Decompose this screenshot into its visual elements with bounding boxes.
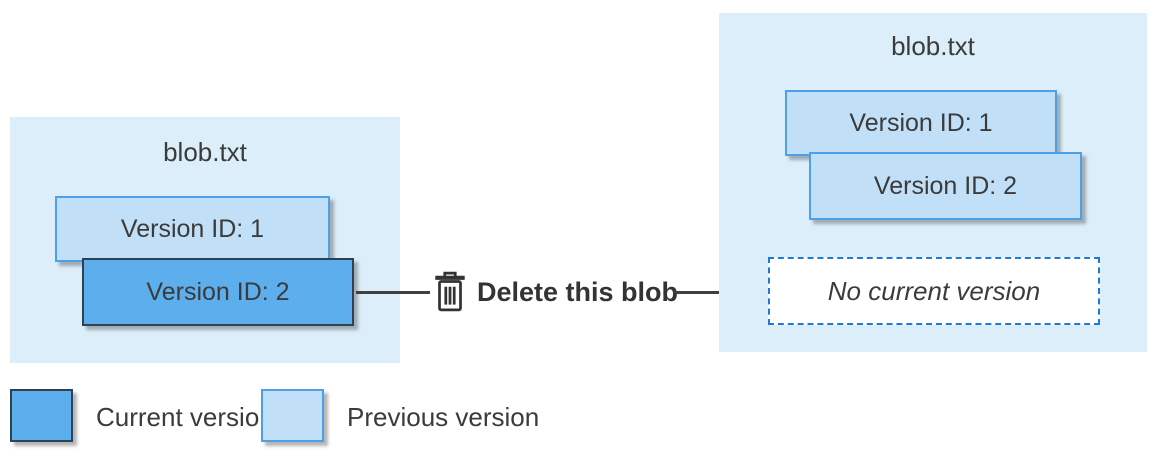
- legend-swatch-previous: [261, 389, 324, 442]
- version-label: Version ID: 1: [120, 214, 265, 243]
- trash-icon: [435, 271, 465, 312]
- no-current-version-box: No current version: [768, 257, 1100, 325]
- blob-container-before: blob.txt Version ID: 1 Version ID: 2: [10, 117, 400, 363]
- empty-state-label: No current version: [827, 275, 1041, 306]
- blob-container-after: blob.txt Version ID: 1 Version ID: 2 No …: [719, 13, 1147, 352]
- version-card-previous-2: Version ID: 2: [809, 152, 1082, 220]
- version-label: Version ID: 2: [146, 277, 290, 306]
- connector-line-left: [356, 291, 430, 294]
- legend-label-current: Current version: [96, 402, 274, 432]
- blob-title-after: blob.txt: [891, 31, 975, 61]
- version-card-previous-1: Version ID: 1: [785, 90, 1057, 156]
- legend-swatch-current: [10, 389, 73, 442]
- version-label: Version ID: 2: [873, 171, 1018, 200]
- legend-label-previous: Previous version: [347, 402, 540, 432]
- blob-title-before: blob.txt: [163, 137, 247, 167]
- version-card-previous-1: Version ID: 1: [55, 196, 330, 262]
- connector-line-right: [674, 291, 756, 294]
- action-label: Delete this blob: [477, 277, 679, 307]
- version-label: Version ID: 1: [849, 108, 993, 137]
- version-card-current: Version ID: 2: [82, 258, 354, 326]
